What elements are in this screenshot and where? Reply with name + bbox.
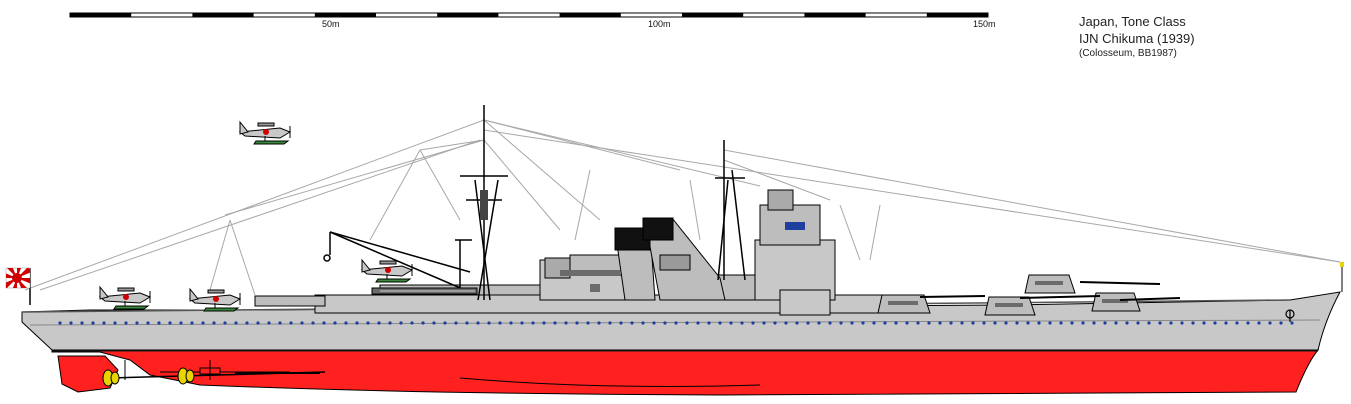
drawing-credit: (Colosseum, BB1987) bbox=[1079, 48, 1177, 59]
floatplane-on-deck-aft bbox=[98, 285, 152, 310]
scale-bar bbox=[69, 12, 989, 18]
propeller-shafts bbox=[109, 360, 326, 380]
jack-staff bbox=[1340, 262, 1344, 292]
scale-label-150m: 150m bbox=[973, 19, 996, 29]
floatplane-on-catapult bbox=[360, 258, 414, 283]
anchor-icon bbox=[1285, 309, 1295, 322]
propeller-aft bbox=[102, 369, 120, 387]
scale-label-50m: 50m bbox=[322, 19, 340, 29]
main-gun-turrets bbox=[877, 274, 1141, 316]
superstructure bbox=[254, 189, 891, 316]
scale-label-100m: 100m bbox=[648, 19, 671, 29]
gun-barrels bbox=[919, 281, 1181, 301]
rising-sun-ensign bbox=[5, 267, 31, 305]
mainmast bbox=[460, 105, 508, 301]
funnels bbox=[614, 217, 726, 301]
aircraft-crane bbox=[323, 231, 472, 295]
ship-info: Japan, Tone Class IJN Chikuma (1939) (Co… bbox=[1079, 13, 1195, 61]
floatplane-on-deck-forward bbox=[188, 287, 242, 312]
floatplane-flying bbox=[238, 120, 292, 145]
propeller-forward bbox=[177, 367, 195, 385]
foremast bbox=[715, 140, 746, 281]
catapult bbox=[371, 287, 478, 295]
rigging-lines bbox=[24, 119, 1341, 296]
ship-title: IJN Chikuma (1939) bbox=[1079, 31, 1195, 46]
class-title: Japan, Tone Class bbox=[1079, 14, 1186, 29]
